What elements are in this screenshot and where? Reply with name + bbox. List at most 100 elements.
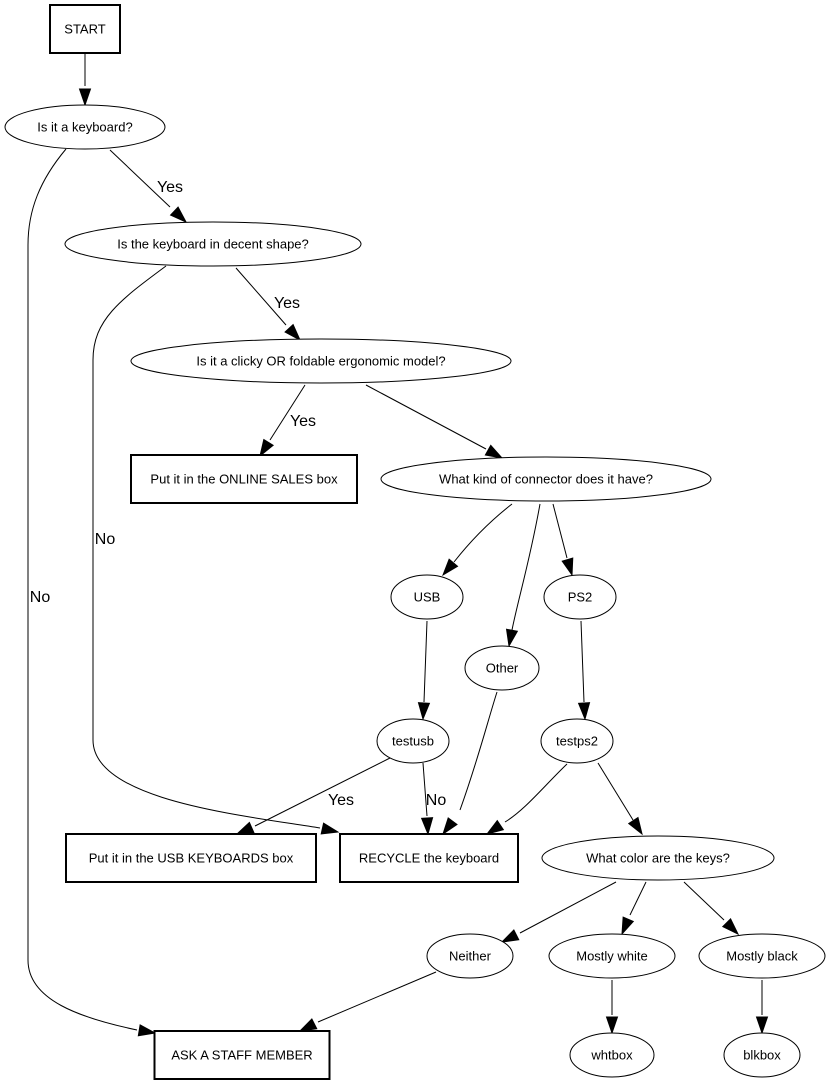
node-other: Other [464, 645, 540, 691]
node-neither: Neither [426, 933, 514, 979]
node-label: whtbox [590, 1048, 633, 1063]
node-usb-box: Put it in the USB KEYBOARDS box [65, 833, 317, 883]
edge-line [254, 757, 391, 827]
arrowhead [320, 822, 340, 835]
edge-testps2-to-recycle [485, 763, 568, 835]
edge-mostly_white-to-whtbox [605, 980, 619, 1035]
edge-is_keyboard-to-decent_shape [109, 149, 188, 224]
arrowhead [577, 702, 591, 721]
node-label: Is the keyboard in decent shape? [117, 237, 309, 252]
node-start: START [49, 4, 121, 54]
node-label: testusb [392, 734, 434, 749]
edge-line [629, 881, 647, 916]
node-ellipse-shape [376, 718, 450, 764]
node-label: testps2 [556, 734, 598, 749]
node-label: ASK A STAFF MEMBER [171, 1048, 312, 1063]
node-ellipse-shape [380, 456, 712, 502]
arrowhead [442, 558, 459, 577]
node-label: PS2 [568, 590, 593, 605]
node-staff: ASK A STAFF MEMBER [153, 1030, 331, 1080]
edge-ps2-to-testps2 [577, 620, 591, 721]
edge-testusb-to-usb_box [235, 757, 391, 835]
edge-clicky-to-online_sales [259, 384, 306, 458]
node-label: Is it a keyboard? [37, 120, 132, 135]
node-testps2: testps2 [540, 718, 614, 764]
arrowhead [442, 817, 458, 836]
node-label: USB [414, 590, 441, 605]
edge-line [423, 620, 428, 703]
node-ellipse-shape [548, 933, 676, 979]
node-ellipse-shape [541, 835, 775, 881]
edge-line [27, 148, 138, 1031]
edge-connector-to-ps2 [552, 503, 574, 577]
arrowhead [484, 444, 504, 459]
node-connector: What kind of connector does it have? [380, 456, 712, 502]
node-label: Put it in the ONLINE SALES box [150, 472, 338, 487]
edge-testps2-to-key_color [597, 762, 643, 836]
edge-key_color-to-neither [500, 881, 617, 943]
edge-usb-to-testusb [417, 620, 431, 721]
arrowhead [485, 819, 505, 835]
node-ellipse-shape [569, 1032, 655, 1078]
edge-testusb-to-recycle [420, 762, 434, 836]
edge-line [683, 881, 725, 921]
edge-label-yes: Yes [274, 295, 300, 312]
arrowhead [505, 628, 519, 648]
node-online-sales: Put it in the ONLINE SALES box [130, 454, 358, 504]
arrowhead [621, 916, 635, 936]
node-is-keyboard: Is it a keyboard? [4, 104, 166, 150]
node-box-shape [339, 833, 519, 883]
arrowhead [137, 1024, 157, 1037]
arrowhead [420, 817, 434, 836]
nodes-layer: START Is it a keyboard? Is the keyboard in… [4, 4, 826, 1080]
node-label: Put it in the USB KEYBOARDS box [89, 851, 294, 866]
edge-line [453, 503, 513, 563]
edge-label-no: No [30, 589, 51, 606]
arrowhead [78, 88, 92, 107]
edges-layer [27, 53, 769, 1037]
edge-line [511, 503, 541, 631]
edge-decent_shape-to-recycle [92, 265, 340, 835]
edge-label-no: No [426, 792, 447, 809]
node-label: blkbox [743, 1048, 781, 1063]
node-ellipse-shape [540, 718, 614, 764]
node-mostly-white: Mostly white [548, 933, 676, 979]
node-label: START [64, 22, 105, 37]
arrowhead [755, 1016, 769, 1035]
arrowhead [259, 438, 275, 458]
node-ellipse-shape [130, 338, 512, 384]
edge-line [422, 762, 428, 817]
node-label: Is it a clicky OR foldable ergonomic mod… [196, 354, 445, 369]
node-key-color: What color are the keys? [541, 835, 775, 881]
node-label: RECYCLE the keyboard [359, 851, 499, 866]
node-ellipse-shape [464, 645, 540, 691]
edge-line [365, 384, 487, 450]
node-label: What kind of connector does it have? [439, 472, 653, 487]
edge-label-yes: Yes [328, 792, 354, 809]
edge-mostly_black-to-blkbox [755, 980, 769, 1035]
node-recycle: RECYCLE the keyboard [339, 833, 519, 883]
edge-other-to-recycle [442, 691, 498, 836]
node-ellipse-shape [64, 221, 362, 267]
edge-label-yes: Yes [157, 179, 183, 196]
node-box-shape [153, 1030, 331, 1080]
edge-clicky-to-connector [365, 384, 504, 459]
node-testusb: testusb [376, 718, 450, 764]
edge-is_keyboard-to-staff [27, 148, 157, 1037]
node-ellipse-shape [4, 104, 166, 150]
edge-line [269, 384, 306, 441]
edge-line [92, 265, 321, 829]
node-label: What color are the keys? [586, 851, 730, 866]
edge-line [317, 971, 437, 1023]
edge-line [519, 881, 617, 934]
edge-line [552, 503, 568, 559]
arrowhead [627, 816, 643, 836]
node-decent-shape: Is the keyboard in decent shape? [64, 221, 362, 267]
arrowhead [721, 917, 740, 936]
node-label: Mostly black [726, 949, 798, 964]
edge-neither-to-staff [298, 971, 437, 1032]
edge-connector-to-usb [442, 503, 513, 577]
node-label: Mostly white [576, 949, 648, 964]
